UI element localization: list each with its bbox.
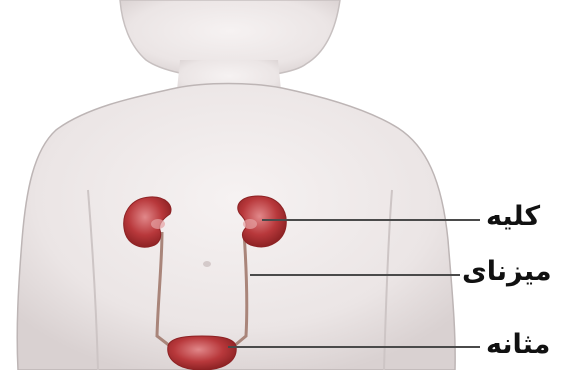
label-ureter: میزنای [462,258,552,285]
kidney-right [238,196,287,247]
bladder [168,336,236,370]
label-bladder: مثانه [486,331,550,358]
child-body [17,0,455,370]
label-kidney: کلیه [486,203,540,230]
